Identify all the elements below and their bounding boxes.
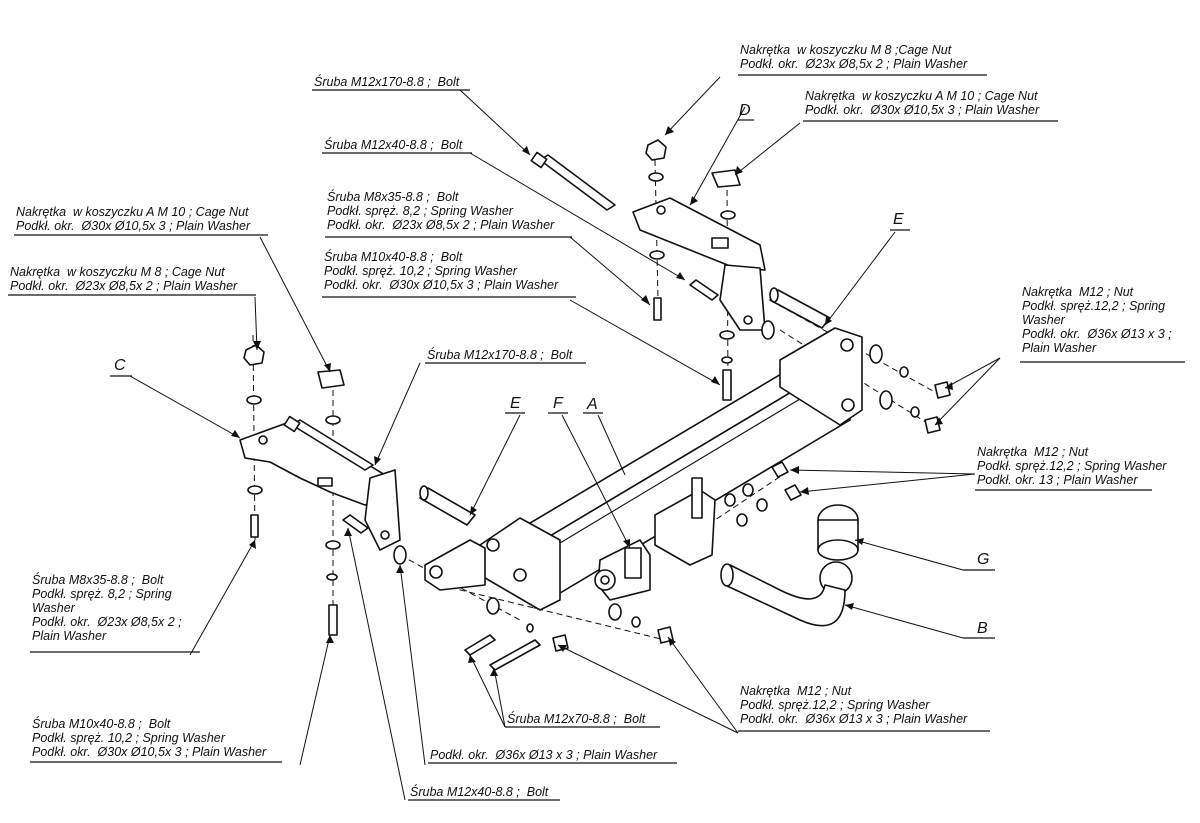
callout-bolt-m10x40-top: Śruba M10x40-8.8 ; Bolt Podkł. spręż. 10… (324, 250, 559, 292)
callout-bolt-m12x70: Śruba M12x70-8.8 ; Bolt (507, 712, 646, 726)
part-letter-E-left: E (510, 395, 521, 412)
long-bolts (283, 151, 831, 526)
nuts-and-washers (243, 139, 951, 652)
part-letter-E-right: E (893, 211, 904, 228)
callout-cage-nut-m8-left: Nakrętka w koszyczku M 8 ; Cage Nut Podk… (10, 265, 238, 293)
callout-bolt-m12x40-bottom: Śruba M12x40-8.8 ; Bolt (410, 785, 549, 799)
callout-bolt-m10x40-bottom: Śruba M10x40-8.8 ; Bolt Podkł. spręż. 10… (32, 717, 267, 759)
callout-nut-m12-ball: Nakrętka M12 ; Nut Podkł. spręż.12,2 ; S… (977, 445, 1167, 487)
part-letter-D: D (739, 102, 751, 119)
part-letter-F: F (553, 395, 563, 412)
bracket-C (239, 419, 401, 551)
arrowheads (231, 126, 953, 676)
callout-plain-washer-36: Podkł. okr. Ø36x Ø13 x 3 ; Plain Washer (430, 748, 658, 762)
short-bolts (250, 279, 732, 671)
callout-cage-nut-m10-left: Nakrętka w koszyczku A M 10 ; Cage Nut P… (16, 205, 251, 233)
callout-bolt-m8x35-top: Śruba M8x35-8.8 ; Bolt Podkł. spręż. 8,2… (327, 190, 555, 232)
callout-cage-nut-m8-right: Nakrętka w koszyczku M 8 ;Cage Nut Podkł… (740, 43, 968, 71)
part-letter-G: G (977, 551, 990, 568)
callout-nut-m12-right: Nakrętka M12 ; Nut Podkł. spręż.12,2 ; S… (1022, 285, 1172, 355)
callout-bolt-m12x40-top: Śruba M12x40-8.8 ; Bolt (324, 138, 463, 152)
callout-cage-nut-m10-right: Nakrętka w koszyczku A M 10 ; Cage Nut P… (805, 89, 1040, 117)
callout-bolt-m12x170-middle: Śruba M12x170-8.8 ; Bolt (427, 348, 573, 362)
bracket-D (632, 197, 766, 331)
part-letter-A: A (587, 396, 598, 413)
part-letter-C: C (114, 357, 126, 374)
socket-plate-F (594, 477, 716, 601)
callout-nut-m12-bottom: Nakrętka M12 ; Nut Podkł. spręż.12,2 ; S… (740, 684, 968, 726)
tow-ball-G-and-neck-B (720, 504, 859, 627)
callout-bolt-m8x35-bottom: Śruba M8x35-8.8 ; Bolt Podkł. spręż. 8,2… (32, 573, 182, 643)
callout-bolt-m12x170-top: Śruba M12x170-8.8 ; Bolt (314, 75, 460, 89)
callout-underlines (8, 74, 1185, 801)
part-letter-B: B (977, 620, 988, 637)
